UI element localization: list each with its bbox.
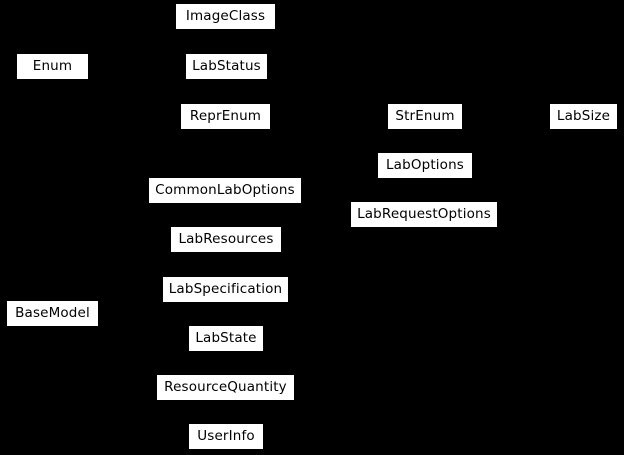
edge-enum-to-repr-enum [88,66,181,117]
edge-enum-to-image-class [88,16,176,67]
class-node-lab-status[interactable]: LabStatus [185,53,268,80]
class-node-base-model[interactable]: BaseModel [6,300,99,327]
edge-base-model-to-common-lab-options [98,190,149,314]
class-node-image-class[interactable]: ImageClass [175,3,276,30]
edge-base-model-to-lab-specification [98,289,163,314]
class-node-enum[interactable]: Enum [16,53,89,80]
edge-base-model-to-resource-quantity [98,313,157,388]
class-node-repr-enum[interactable]: ReprEnum [180,103,271,130]
class-node-lab-resources[interactable]: LabResources [170,226,282,253]
edge-base-model-to-lab-resources [98,239,171,314]
edge-base-model-to-lab-state [98,313,189,339]
edge-common-lab-options-to-lab-request-options [301,190,351,215]
class-node-lab-options[interactable]: LabOptions [377,152,473,179]
class-node-str-enum[interactable]: StrEnum [387,103,463,130]
class-node-user-info[interactable]: UserInfo [188,423,264,450]
class-node-lab-size[interactable]: LabSize [549,103,618,130]
class-node-lab-state[interactable]: LabState [188,325,264,352]
class-node-lab-specification[interactable]: LabSpecification [162,276,289,303]
class-node-lab-request-options[interactable]: LabRequestOptions [350,201,498,228]
class-node-common-lab-options[interactable]: CommonLabOptions [148,177,302,204]
class-node-resource-quantity[interactable]: ResourceQuantity [156,374,295,401]
